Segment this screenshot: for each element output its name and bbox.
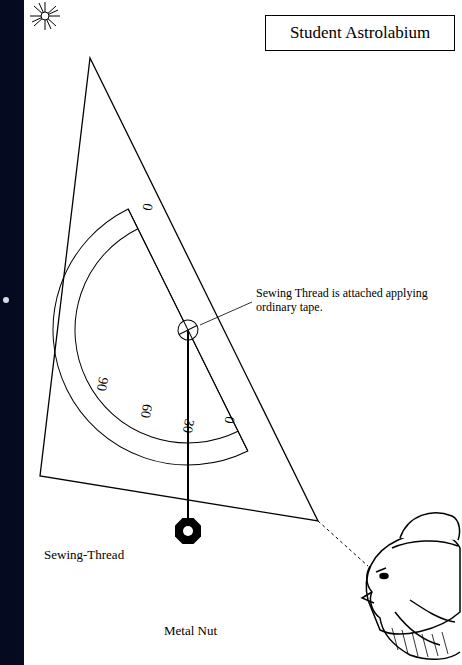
star-symbol: [30, 2, 60, 30]
protractor-scale: [7, 205, 257, 511]
scale-number: 0: [220, 415, 237, 425]
title-box: Student Astrolabium: [265, 15, 455, 51]
part-label: Metal Nut: [164, 624, 217, 639]
callout-note: Sewing Thread is attached applying ordin…: [256, 287, 452, 315]
metal-nut: [175, 518, 201, 544]
white-panel: [24, 0, 462, 665]
scale-number: 60: [137, 403, 155, 420]
sight-line: [318, 521, 368, 566]
scale-number: 0: [138, 202, 155, 212]
scale-number: 90: [93, 376, 111, 393]
beard-hatching: [392, 628, 448, 657]
observer-figure: [362, 513, 460, 659]
title-text: Student Astrolabium: [290, 23, 430, 43]
part-label: Sewing-Thread: [44, 548, 124, 563]
background-dot: [3, 297, 9, 303]
leader-line: [200, 302, 252, 325]
scale-number: 30: [179, 418, 197, 435]
